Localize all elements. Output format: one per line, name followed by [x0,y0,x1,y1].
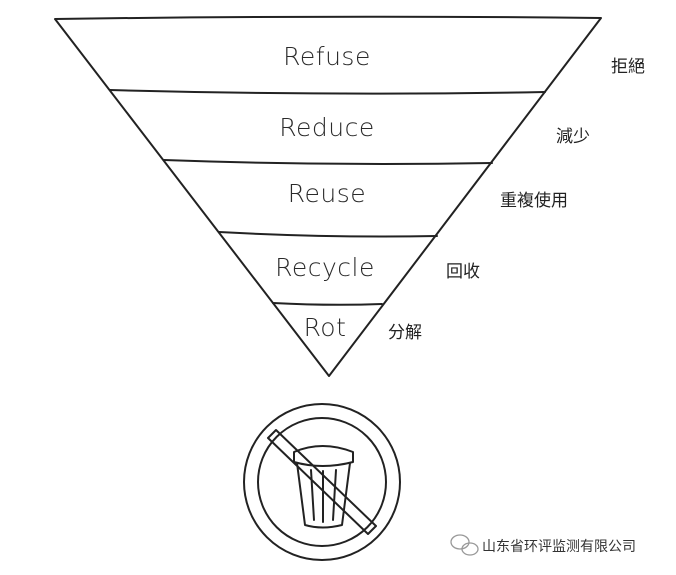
level-label-refuse: Refuse [283,42,371,71]
band-divider-4 [272,302,383,306]
band-divider-1 [109,89,546,95]
watermark: 山东省环评监测有限公司 [450,534,636,556]
level-label-reuse: Reuse [288,179,366,208]
level-label-refuse-zh: 拒絕 [611,57,645,77]
level-label-rot-zh: 分解 [388,323,422,343]
level-label-reuse-zh: 重複使用 [500,190,568,211]
no-trash-icon [243,403,401,561]
level-label-reduce: Reduce [279,113,374,142]
level-label-recycle-zh: 回收 [446,262,480,282]
level-label-reduce-zh: 減少 [556,127,590,147]
band-divider-2 [163,159,493,165]
band-divider-3 [218,231,438,238]
level-label-recycle: Recycle [275,253,375,282]
inverted-triangle-outline [54,15,602,377]
wechat-icon [450,534,479,556]
watermark-text: 山东省环评监测有限公司 [482,539,636,555]
level-label-rot: Rot [304,313,347,342]
